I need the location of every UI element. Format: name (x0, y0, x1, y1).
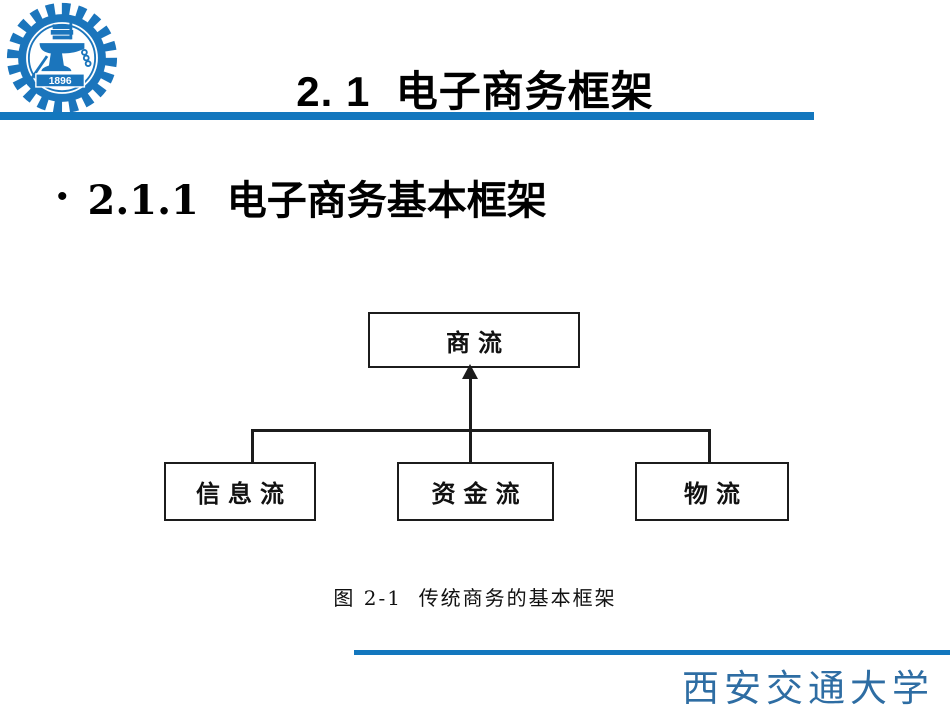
footer-university-name: 西安交通大学 (682, 667, 934, 710)
footer-divider (354, 650, 950, 655)
bullet-marker-icon: • (57, 180, 68, 213)
year-banner (35, 73, 86, 88)
diagram-node-label: 资金流 (431, 479, 528, 508)
diagram-node-label: 商流 (446, 327, 510, 357)
connector-left-drop (251, 429, 254, 463)
bullet-item: • 2.1.1 电子商务基本框架 (57, 168, 547, 226)
university-logo-icon: 1896 (6, 2, 118, 114)
connector-arrow-line (469, 377, 472, 463)
connector-horizontal (251, 429, 711, 432)
diagram-node-label: 信息流 (196, 479, 292, 508)
page-title: 2. 1 电子商务框架 (296, 68, 654, 115)
diagram-node-label: 物流 (684, 479, 748, 508)
logo-year-text: 1896 (49, 76, 72, 87)
diagram-node-information-flow: 信息流 (164, 462, 316, 521)
hammer-icon (29, 55, 49, 82)
anvil-icon (39, 43, 85, 72)
diagram-node-root: 商流 (368, 312, 580, 368)
arrowhead-up-icon (462, 364, 478, 379)
figure-caption: 图 2-1 传统商务的基本框架 (333, 586, 617, 610)
chain-icon (81, 49, 92, 67)
section-heading: 2.1.1 电子商务基本框架 (87, 177, 547, 224)
gear-teeth-icon (6, 2, 118, 114)
connector-right-drop (708, 429, 711, 463)
diagram-node-capital-flow: 资金流 (397, 462, 554, 521)
hammer-head (24, 76, 35, 86)
diagram-node-logistics: 物流 (635, 462, 789, 521)
book-stack-icon (50, 20, 74, 40)
title-underline (0, 112, 814, 120)
